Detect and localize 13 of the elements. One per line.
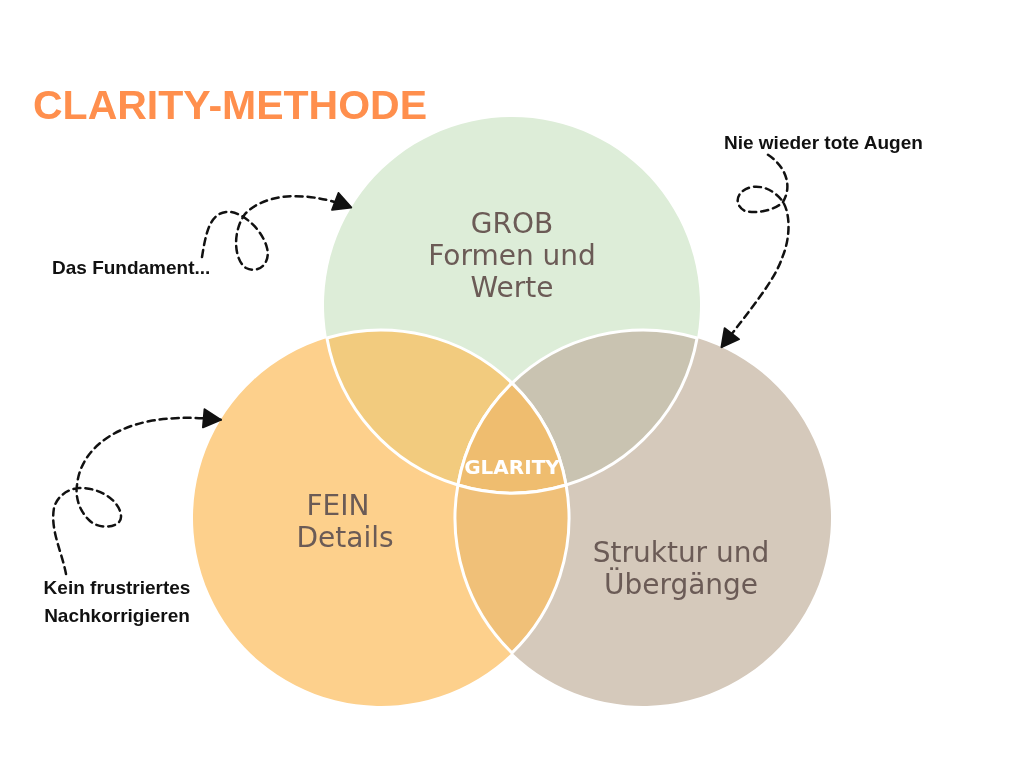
circle-text: Details — [295, 522, 395, 554]
annotation-text: Nie wieder tote Augen — [724, 132, 925, 155]
circle-heading: FEIN — [305, 490, 371, 522]
circle-text: Struktur und Übergänge — [591, 537, 771, 601]
center-label: GLARITY — [463, 455, 561, 479]
dashed-arrow — [720, 153, 790, 349]
dashed-arrow — [200, 192, 353, 271]
annotation-text: Kein frustriertes Nachkorrigieren — [42, 574, 192, 630]
dashed-arrow — [51, 408, 222, 576]
annotation-text: Das Fundament... — [52, 257, 213, 280]
title: CLARITY-METHODE — [33, 82, 428, 130]
circle-heading: GROB — [469, 208, 555, 240]
circle-text: Formen und Werte — [427, 240, 597, 304]
